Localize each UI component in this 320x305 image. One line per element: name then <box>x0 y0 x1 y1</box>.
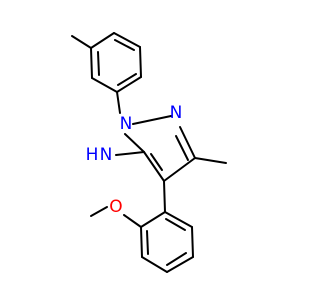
bond-tolyl-double-2 <box>117 73 137 86</box>
bond-c3-c4 <box>163 157 196 182</box>
bond-c4-c5-double <box>150 153 163 171</box>
atom-label-n2: N <box>170 103 183 123</box>
molecule-structure-diagram: N N H N O <box>0 0 300 300</box>
atom-label-oxygen: O <box>109 197 122 217</box>
bond-c5-amine <box>115 151 145 156</box>
bond-tolyl-double-1 <box>97 51 100 76</box>
bond-aryl-ring-2 <box>140 226 143 258</box>
bond-aryl-ring-5 <box>191 226 194 258</box>
background <box>0 0 300 300</box>
atom-label-n1: N <box>120 114 133 134</box>
bond-tolyl-double-3 <box>114 39 135 51</box>
bond-aryl-oxygen <box>123 214 142 228</box>
bond-aryl-ring-4 <box>166 256 194 273</box>
bond-aryl-ring-3 <box>141 256 168 273</box>
atom-label-amine-n: N <box>100 145 113 165</box>
bond-tolyl-ring-2 <box>91 77 118 93</box>
bond-tolyl-n1 <box>116 91 121 114</box>
bond-n2-c3 <box>179 126 196 159</box>
atom-label-group: N N H N O <box>86 103 183 217</box>
bond-oxygen-methyl <box>90 206 108 217</box>
bond-tolyl-ring-6 <box>90 32 115 49</box>
atom-label-amine-h: H <box>86 145 99 165</box>
bond-c3-methyl <box>194 157 227 164</box>
bond-tolyl-ring-5 <box>113 32 141 48</box>
bond-n2-c3-double <box>175 135 189 161</box>
structure-canvas: N N H N O <box>0 0 300 300</box>
bond-aryl-double-1 <box>146 230 149 255</box>
bond-tolyl-ring-1 <box>90 47 93 79</box>
bond-c4-c5 <box>143 151 165 182</box>
bond-n1-c5 <box>124 133 145 153</box>
bond-n1-n2 <box>132 115 172 125</box>
bond-methyl-tolyl <box>71 35 92 49</box>
bond-c4-aryl <box>163 180 166 213</box>
bond-tolyl-ring-3 <box>116 76 142 93</box>
bond-tolyl-ring-4 <box>139 46 142 78</box>
bond-aryl-ring-6 <box>164 211 193 228</box>
bond-group <box>71 32 227 273</box>
bond-aryl-double-3 <box>165 218 186 231</box>
bond-aryl-ring-1 <box>140 211 166 228</box>
bond-aryl-double-2 <box>166 252 187 266</box>
